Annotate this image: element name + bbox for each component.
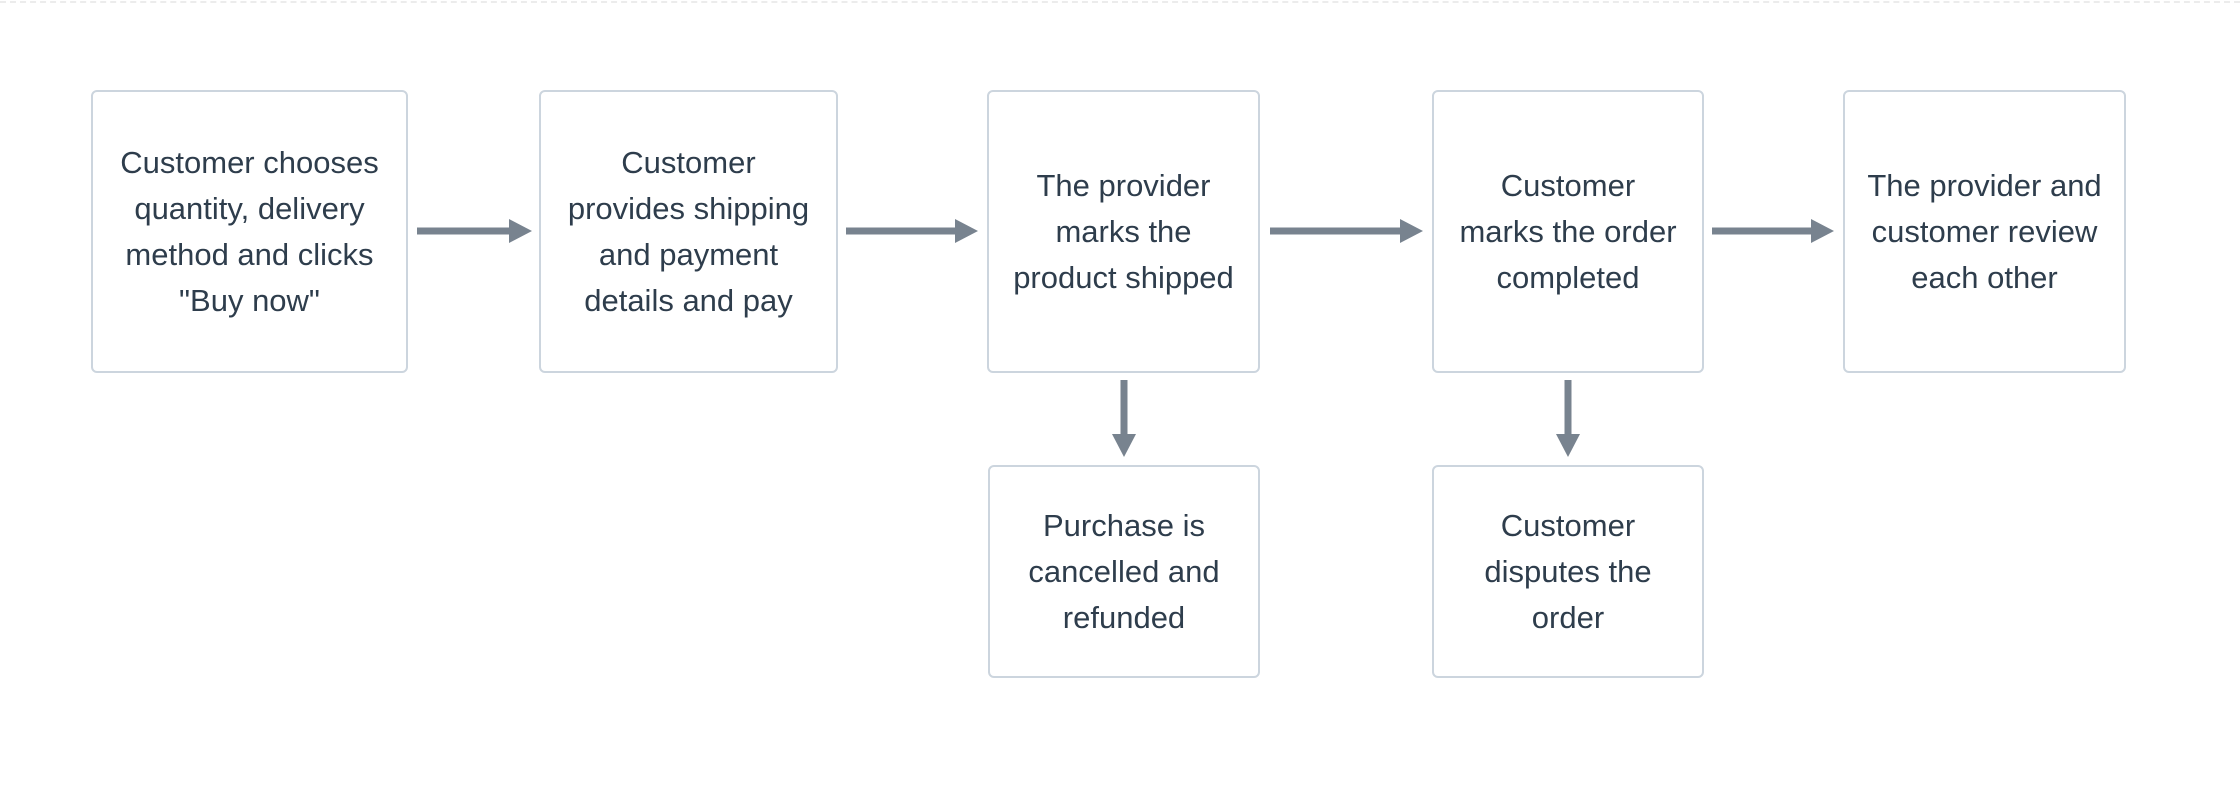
flow-node-customer-disputes: Customer disputes the order bbox=[1432, 465, 1704, 678]
flow-node-purchase-cancelled: Purchase is cancelled and refunded bbox=[988, 465, 1260, 678]
arrow-shipped-to-cancelled bbox=[1112, 380, 1136, 457]
arrow-choose-to-pay bbox=[417, 219, 532, 243]
node-label-shipping-payment: Customer provides shipping and payment d… bbox=[567, 144, 810, 318]
flow-node-product-shipped: The provider marks the product shipped bbox=[987, 90, 1260, 373]
arrow-shipped-to-completed bbox=[1270, 219, 1423, 243]
arrow-completed-to-dispute bbox=[1556, 380, 1580, 457]
node-label-order-completed: Customer marks the order completed bbox=[1459, 167, 1677, 295]
node-label-review-each-other: The provider and customer review each ot… bbox=[1867, 167, 2102, 295]
arrow-pay-to-shipped bbox=[846, 219, 978, 243]
node-label-purchase-cancelled: Purchase is cancelled and refunded bbox=[1028, 507, 1220, 635]
top-divider bbox=[0, 1, 2240, 3]
node-label-product-shipped: The provider marks the product shipped bbox=[1013, 167, 1234, 295]
flow-node-shipping-payment: Customer provides shipping and payment d… bbox=[539, 90, 838, 373]
flow-node-review-each-other: The provider and customer review each ot… bbox=[1843, 90, 2126, 373]
node-label-customer-disputes: Customer disputes the order bbox=[1484, 507, 1652, 635]
node-label-choose-quantity: Customer chooses quantity, delivery meth… bbox=[120, 144, 379, 318]
flow-node-order-completed: Customer marks the order completed bbox=[1432, 90, 1704, 373]
arrow-completed-to-review bbox=[1712, 219, 1834, 243]
flow-node-choose-quantity: Customer chooses quantity, delivery meth… bbox=[91, 90, 408, 373]
